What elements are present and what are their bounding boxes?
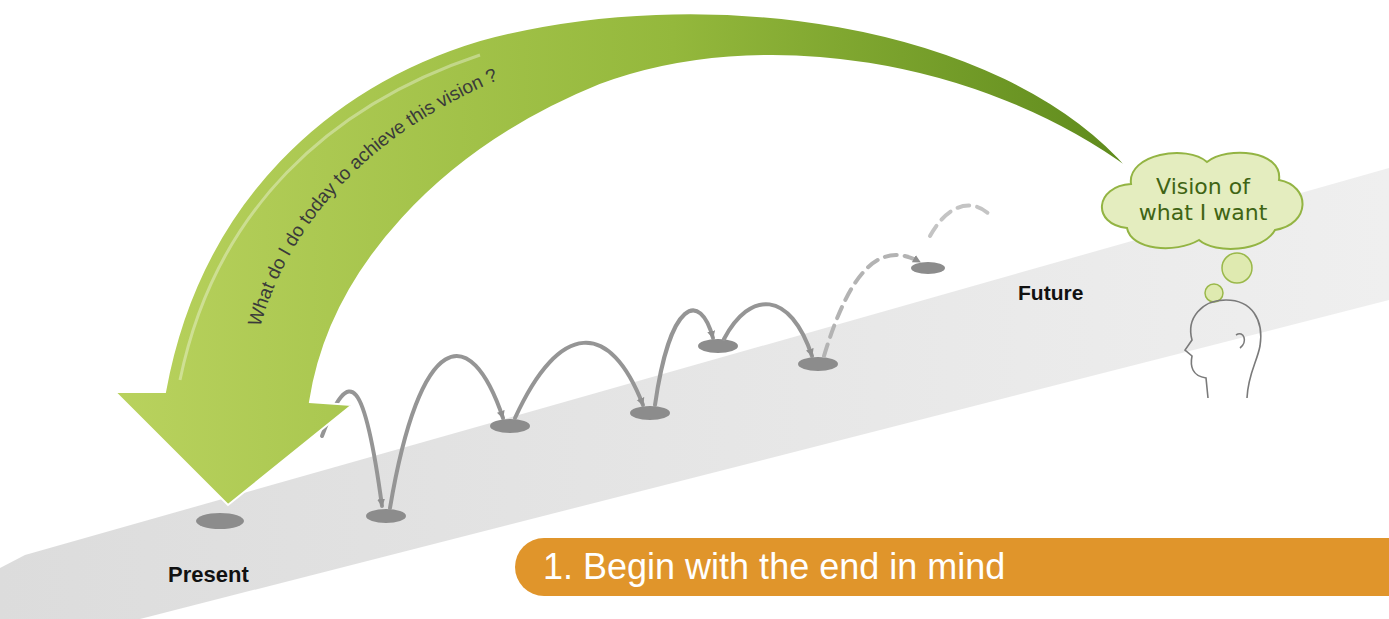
- present-label: Present: [168, 562, 249, 588]
- thought-bubbles: [1205, 253, 1252, 302]
- cloud-outline: [1102, 153, 1303, 249]
- future-label: Future: [1018, 281, 1083, 305]
- title-band: 1. Begin with the end in mind: [515, 538, 1389, 596]
- vision-cloud: Vision of what I want: [1103, 150, 1303, 250]
- arrow-question-holder: What do I do today to achieve this visio…: [244, 64, 501, 328]
- cloud-text: Vision of what I want: [1133, 174, 1273, 226]
- title: 1. Begin with the end in mind: [515, 538, 1389, 596]
- head-profile: [1185, 300, 1261, 398]
- arrow-question: What do I do today to achieve this visio…: [244, 64, 501, 328]
- vision-arrow: [115, 13, 1130, 505]
- hop-arcs: [322, 206, 990, 508]
